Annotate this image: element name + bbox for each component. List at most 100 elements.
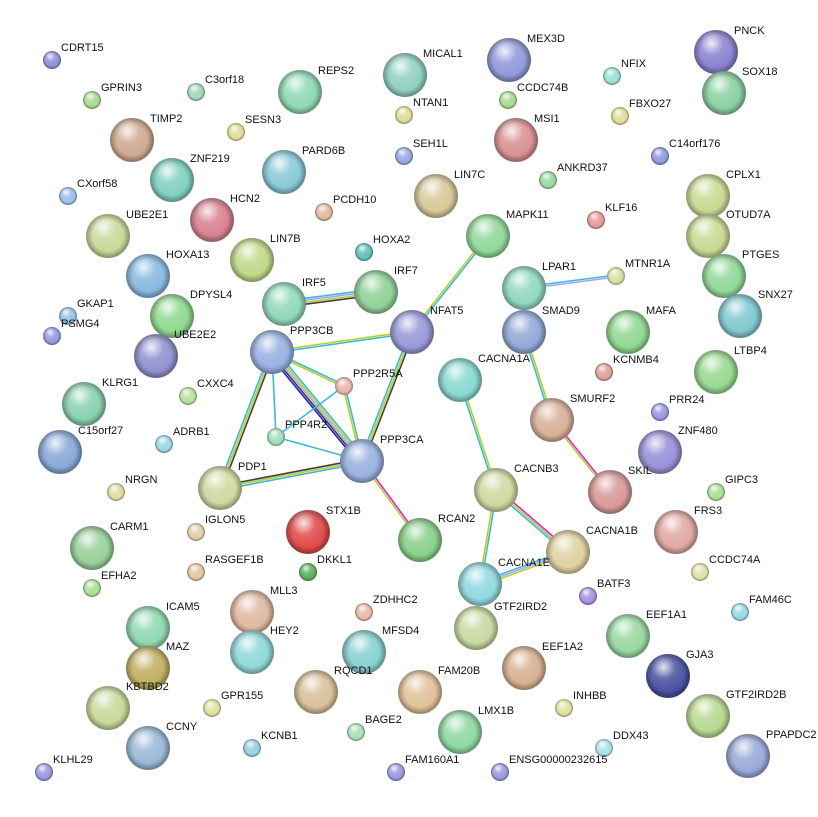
node-smad9[interactable]: SMAD9 xyxy=(502,305,580,354)
node-mtnr1a[interactable]: MTNR1A xyxy=(607,258,671,285)
node-c14orf176[interactable]: C14orf176 xyxy=(651,138,720,165)
node-nrgn[interactable]: NRGN xyxy=(107,474,157,501)
node-hoxa13[interactable]: HOXA13 xyxy=(126,249,209,298)
node-hoxa2[interactable]: HOXA2 xyxy=(355,234,410,261)
node-gtf2ird2b[interactable]: GTF2IRD2B xyxy=(686,689,787,738)
node-inhbb[interactable]: INHBB xyxy=(555,690,607,717)
node-klhl29[interactable]: KLHL29 xyxy=(35,754,93,781)
node-gpr155[interactable]: GPR155 xyxy=(203,690,263,717)
node-cacnb3[interactable]: CACNB3 xyxy=(474,463,559,512)
node-c15orf27[interactable]: C15orf27 xyxy=(38,425,123,474)
node-zdhhc2[interactable]: ZDHHC2 xyxy=(355,594,418,621)
node-lpar1[interactable]: LPAR1 xyxy=(502,261,576,310)
node-prr24[interactable]: PRR24 xyxy=(651,394,704,421)
node-nfat5[interactable]: NFAT5 xyxy=(390,305,463,354)
node-kbtbd2[interactable]: KBTBD2 xyxy=(86,681,169,730)
node-lmx1b[interactable]: LMX1B xyxy=(438,705,514,754)
node-mapk11[interactable]: MAPK11 xyxy=(466,209,549,258)
node-lin7c[interactable]: LIN7C xyxy=(414,169,485,218)
node-ppapdc2[interactable]: PPAPDC2 xyxy=(726,729,817,778)
node-ube2e2[interactable]: UBE2E2 xyxy=(134,329,216,378)
edge-ppp3cb-pdp1[interactable] xyxy=(217,351,275,489)
node-gtf2ird2[interactable]: GTF2IRD2 xyxy=(454,601,547,650)
node-ntan1[interactable]: NTAN1 xyxy=(395,97,448,124)
node-efha2[interactable]: EFHA2 xyxy=(83,570,136,597)
node-gprin3[interactable]: GPRIN3 xyxy=(83,82,142,109)
edge-nfat5-ppp3ca[interactable] xyxy=(359,330,415,463)
node-timp2[interactable]: TIMP2 xyxy=(110,113,182,162)
node-mll3[interactable]: MLL3 xyxy=(230,585,298,634)
node-dpysl4[interactable]: DPYSL4 xyxy=(150,289,232,338)
node-irf7[interactable]: IRF7 xyxy=(354,265,418,314)
node-ccdc74b[interactable]: CCDC74B xyxy=(499,82,568,109)
node-bage2[interactable]: BAGE2 xyxy=(347,714,402,741)
node-smurf2[interactable]: SMURF2 xyxy=(530,393,615,442)
node-cacna1e[interactable]: CACNA1E xyxy=(458,557,550,606)
node-snx27[interactable]: SNX27 xyxy=(718,289,793,338)
node-ptges[interactable]: PTGES xyxy=(702,249,779,298)
node-ccny[interactable]: CCNY xyxy=(126,721,198,770)
node-mex3d[interactable]: MEX3D xyxy=(487,33,565,82)
node-cacna1a[interactable]: CACNA1A xyxy=(438,353,531,402)
node-frs3[interactable]: FRS3 xyxy=(654,505,722,554)
node-pnck[interactable]: PNCK xyxy=(694,25,765,74)
edge-ppp2r5a-ppp4r2[interactable] xyxy=(275,385,345,438)
node-gipc3[interactable]: GIPC3 xyxy=(707,474,758,501)
node-mical1[interactable]: MICAL1 xyxy=(383,48,463,97)
node-carm1[interactable]: CARM1 xyxy=(70,521,149,570)
node-iglon5[interactable]: IGLON5 xyxy=(187,514,245,541)
node-lin7b[interactable]: LIN7B xyxy=(230,233,301,282)
node-ddx43[interactable]: DDX43 xyxy=(595,730,648,757)
node-rasgef1b[interactable]: RASGEF1B xyxy=(187,554,264,581)
node-kcnb1[interactable]: KCNB1 xyxy=(243,730,298,757)
node-hey2[interactable]: HEY2 xyxy=(230,625,299,674)
edge-pdp1-ppp3ca[interactable] xyxy=(219,458,363,491)
node-cplx1[interactable]: CPLX1 xyxy=(686,169,761,218)
node-mfsd4[interactable]: MFSD4 xyxy=(342,625,419,674)
node-pdp1[interactable]: PDP1 xyxy=(198,461,267,510)
node-znf480[interactable]: ZNF480 xyxy=(638,425,718,474)
node-psmg4[interactable]: PSMG4 xyxy=(43,318,100,345)
node-rqcd1[interactable]: RQCD1 xyxy=(294,665,373,714)
node-pcdh10[interactable]: PCDH10 xyxy=(315,194,376,221)
node-reps2[interactable]: REPS2 xyxy=(278,65,354,114)
node-cxorf58[interactable]: CXorf58 xyxy=(59,178,117,205)
node-gkap1[interactable]: GKAP1 xyxy=(59,298,114,325)
node-cxxc4[interactable]: CXXC4 xyxy=(179,378,234,405)
node-kcnmb4[interactable]: KCNMB4 xyxy=(595,354,659,381)
node-hcn2[interactable]: HCN2 xyxy=(190,193,260,242)
node-klf16[interactable]: KLF16 xyxy=(587,202,637,229)
node-ppp4r2[interactable]: PPP4R2 xyxy=(267,419,327,446)
node-znf219[interactable]: ZNF219 xyxy=(150,153,230,202)
node-mafa[interactable]: MAFA xyxy=(606,305,677,354)
node-otud7a[interactable]: OTUD7A xyxy=(686,209,771,258)
node-c3orf18[interactable]: C3orf18 xyxy=(187,74,244,101)
node-skil[interactable]: SKIL xyxy=(588,465,652,514)
node-batf3[interactable]: BATF3 xyxy=(579,578,630,605)
node-ppp3ca[interactable]: PPP3CA xyxy=(340,434,424,483)
node-cacna1b[interactable]: CACNA1B xyxy=(546,525,638,574)
node-seh1l[interactable]: SEH1L xyxy=(395,138,448,165)
edge-ppp3cb-nfat5[interactable] xyxy=(271,330,413,354)
node-ube2e1[interactable]: UBE2E1 xyxy=(86,209,168,258)
node-irf5[interactable]: IRF5 xyxy=(262,277,326,326)
node-ensg00000232615[interactable]: ENSG00000232615 xyxy=(491,754,607,781)
node-msi1[interactable]: MSI1 xyxy=(494,113,560,162)
node-adrb1[interactable]: ADRB1 xyxy=(155,426,210,453)
node-pard6b[interactable]: PARD6B xyxy=(262,145,345,194)
node-ppp2r5a[interactable]: PPP2R5A xyxy=(335,368,403,395)
node-klrg1[interactable]: KLRG1 xyxy=(62,377,138,426)
node-ankrd37[interactable]: ANKRD37 xyxy=(539,162,608,189)
node-eef1a1[interactable]: EEF1A1 xyxy=(606,609,687,658)
node-maz[interactable]: MAZ xyxy=(126,641,190,690)
node-fam160a1[interactable]: FAM160A1 xyxy=(387,754,459,781)
node-cdrt15[interactable]: CDRT15 xyxy=(43,42,104,69)
node-dkkl1[interactable]: DKKL1 xyxy=(299,554,352,581)
node-fam20b[interactable]: FAM20B xyxy=(398,665,480,714)
node-ppp3cb[interactable]: PPP3CB xyxy=(250,325,333,374)
node-sox18[interactable]: SOX18 xyxy=(702,66,777,115)
node-rcan2[interactable]: RCAN2 xyxy=(398,513,475,562)
node-fbxo27[interactable]: FBXO27 xyxy=(611,98,671,125)
node-icam5[interactable]: ICAM5 xyxy=(126,601,200,650)
node-ltbp4[interactable]: LTBP4 xyxy=(694,345,767,394)
